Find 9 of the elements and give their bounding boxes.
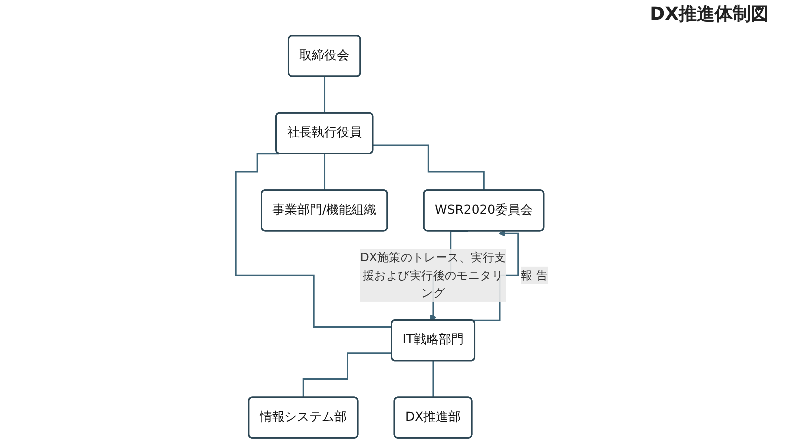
connector (374, 144, 486, 192)
edge-label: 報 告 (521, 268, 549, 282)
connector (324, 153, 326, 192)
diagram-title: DX推進体制図 (650, 3, 769, 26)
connector (236, 153, 392, 328)
connector (303, 352, 392, 399)
connector (433, 360, 435, 399)
connector (324, 76, 326, 114)
edge-label: DX施策のトレース、実行支援および実行後のモニタリング (360, 250, 507, 300)
